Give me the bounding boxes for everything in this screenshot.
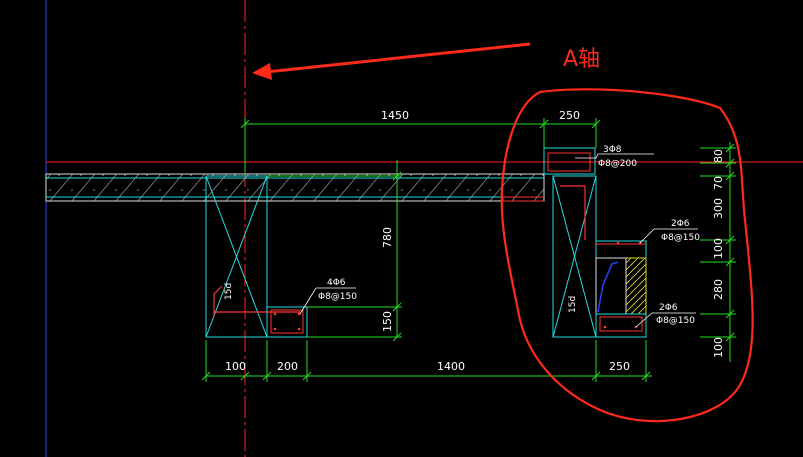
dim-bottom-250: 250 bbox=[609, 360, 630, 373]
rebar-top-bar: 3Φ8 bbox=[603, 145, 622, 155]
bottom-dimensions bbox=[201, 340, 652, 382]
rebar-top-stirrup: Φ8@200 bbox=[598, 159, 637, 169]
dim-70: 70 bbox=[712, 176, 725, 190]
rebar-mid-bar: 2Φ6 bbox=[671, 219, 690, 229]
rebar-low-bar: 2Φ6 bbox=[659, 303, 678, 313]
dim-300: 300 bbox=[712, 198, 725, 219]
dim-1400: 1400 bbox=[437, 360, 465, 373]
dim-280: 280 bbox=[712, 279, 725, 300]
annotation-label: A轴 bbox=[563, 47, 600, 72]
annotation-circle bbox=[500, 88, 754, 423]
dim-100-bottom: 100 bbox=[225, 360, 246, 373]
right-dimension-stack bbox=[700, 142, 736, 362]
top-dimensions bbox=[240, 118, 601, 174]
anchor-left-label: 15d bbox=[224, 283, 234, 300]
rebar-leaders bbox=[299, 153, 698, 328]
rebar-left-bar: 4Φ6 bbox=[327, 278, 346, 288]
dim-780: 780 bbox=[381, 227, 394, 248]
dim-150: 150 bbox=[381, 311, 394, 332]
dim-80: 80 bbox=[712, 149, 725, 163]
dim-100-mid: 100 bbox=[712, 238, 725, 259]
annotation-arrow bbox=[252, 42, 531, 80]
middle-vertical-dimensions bbox=[267, 160, 402, 342]
left-beam bbox=[205, 175, 308, 338]
rebar-left-stirrup: Φ8@150 bbox=[318, 292, 357, 302]
right-beam bbox=[502, 147, 647, 338]
dim-top-250: 250 bbox=[559, 109, 580, 122]
rebar-mid-stirrup: Φ8@150 bbox=[661, 233, 700, 243]
dim-200: 200 bbox=[277, 360, 298, 373]
rebar-low-stirrup: Φ8@150 bbox=[656, 316, 695, 326]
dim-100-low: 100 bbox=[712, 337, 725, 358]
anchor-right-label: 15d bbox=[568, 296, 578, 313]
dim-1450: 1450 bbox=[381, 109, 409, 122]
